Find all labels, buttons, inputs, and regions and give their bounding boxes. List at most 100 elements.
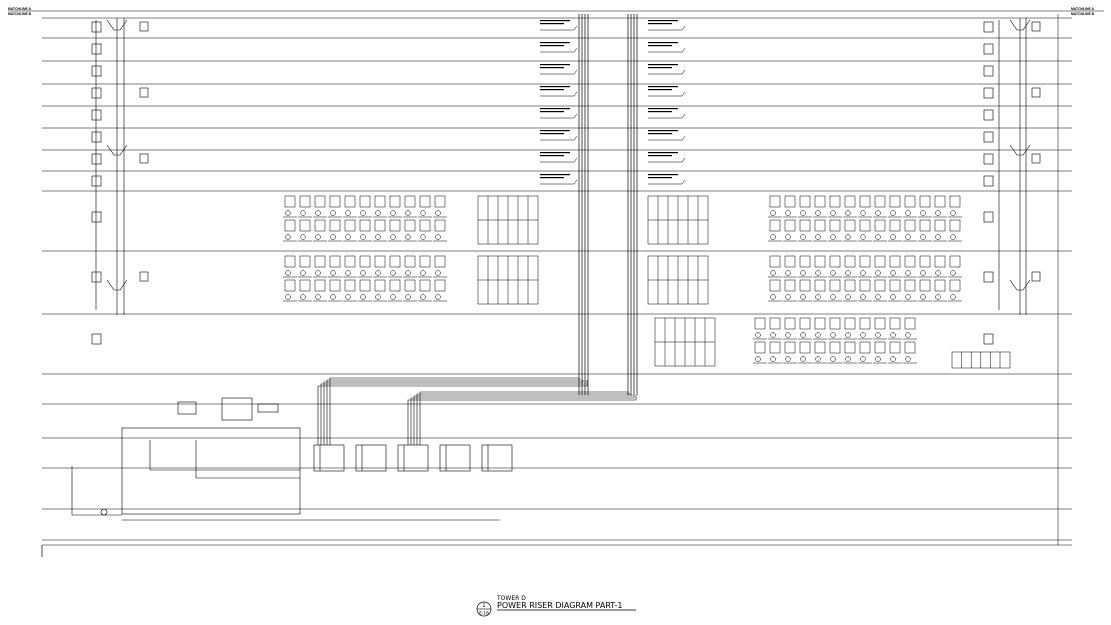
isolator-symbol [830, 210, 836, 216]
isolator-symbol [360, 210, 366, 216]
isolator-symbol [785, 210, 791, 216]
db-panel [934, 255, 946, 268]
label-text-line [648, 86, 678, 88]
transformer-box [177, 401, 197, 415]
tap-off-line [540, 69, 578, 75]
db-panel [829, 279, 841, 292]
label-text-line [648, 108, 678, 110]
tap-off-line [540, 47, 578, 53]
tap-off-line [540, 135, 578, 141]
isolator-symbol [920, 270, 926, 276]
isolator-symbol [770, 270, 776, 276]
isolator-symbol [405, 234, 411, 240]
isolator-symbol [830, 270, 836, 276]
db-panel [934, 279, 946, 292]
isolator-symbol [330, 234, 336, 240]
isolator-symbol [435, 270, 441, 276]
isolator-symbol [345, 294, 351, 300]
lv-panel [439, 444, 471, 472]
isolator-symbol [315, 270, 321, 276]
tap-off-line [540, 157, 578, 163]
meter-box [91, 65, 102, 77]
db-panel [374, 255, 386, 268]
isolator-symbol [860, 332, 866, 338]
db-panel [949, 255, 961, 268]
drawing-title-block: 1 E-16 TOWER D POWER RISER DIAGRAM PART-… [476, 595, 636, 617]
db-panel [329, 255, 341, 268]
isolator-symbol [905, 294, 911, 300]
db-panel [889, 195, 901, 208]
isolator-symbol [815, 210, 821, 216]
feeder-run [323, 380, 584, 445]
db-panel [784, 195, 796, 208]
tap-off-line [648, 91, 686, 97]
feeder-labels [540, 20, 686, 185]
meter-box [91, 131, 102, 143]
db-panel [949, 219, 961, 232]
label-text-line [648, 64, 678, 66]
tap-off-line [648, 157, 686, 163]
db-panel [374, 195, 386, 208]
label-text-line [648, 152, 678, 154]
meter-box [983, 211, 994, 223]
db-panel [314, 255, 326, 268]
db-panel [344, 219, 356, 232]
label-text-line [540, 155, 564, 157]
label-text-line [540, 42, 570, 44]
isolator-symbol [815, 270, 821, 276]
db-panel [874, 219, 886, 232]
isolator-symbol [860, 210, 866, 216]
isolator-symbol [950, 270, 956, 276]
db-panel [754, 341, 766, 354]
substation-enclosure [121, 427, 301, 515]
db-panel [799, 279, 811, 292]
isolator-symbol [890, 234, 896, 240]
db-panel [949, 279, 961, 292]
lv-panel [397, 444, 429, 472]
isolator-symbol [345, 234, 351, 240]
db-panel [814, 195, 826, 208]
db-panel [814, 279, 826, 292]
db-panel [844, 317, 856, 330]
label-text-line [648, 67, 672, 69]
isolator-symbol [935, 294, 941, 300]
isolator-symbol [950, 234, 956, 240]
db-panel [919, 279, 931, 292]
isolator-symbol [845, 294, 851, 300]
isolator-symbol [890, 210, 896, 216]
db-panel [904, 341, 916, 354]
isolator-symbol [905, 270, 911, 276]
isolator-symbol [890, 294, 896, 300]
isolator-symbol [770, 356, 776, 362]
db-panel [859, 219, 871, 232]
db-panel [904, 279, 916, 292]
db-panel [799, 219, 811, 232]
incoming-cable [71, 466, 122, 516]
isolator-symbol [950, 294, 956, 300]
db-panel [434, 255, 446, 268]
isolator-symbol [770, 234, 776, 240]
isolator-symbol [785, 356, 791, 362]
isolator-symbol [390, 270, 396, 276]
isolator-symbol [755, 332, 761, 338]
db-panel [299, 279, 311, 292]
isolator-symbol [845, 356, 851, 362]
db-panel [859, 255, 871, 268]
isolator-symbol [830, 294, 836, 300]
isolator-symbol [860, 356, 866, 362]
meter-symbols [91, 21, 1041, 345]
isolator-symbol [770, 210, 776, 216]
isolator-symbol [905, 356, 911, 362]
isolator-symbol [285, 270, 291, 276]
meter-box [139, 271, 149, 282]
isolator-symbol [935, 234, 941, 240]
isolator-symbol [345, 270, 351, 276]
label-text-line [540, 23, 564, 25]
isolator-symbol [845, 210, 851, 216]
tap-off-line [540, 91, 578, 97]
meter-box [1031, 271, 1041, 282]
isolator-symbol [390, 210, 396, 216]
label-text-line [540, 89, 564, 91]
db-panel [344, 255, 356, 268]
